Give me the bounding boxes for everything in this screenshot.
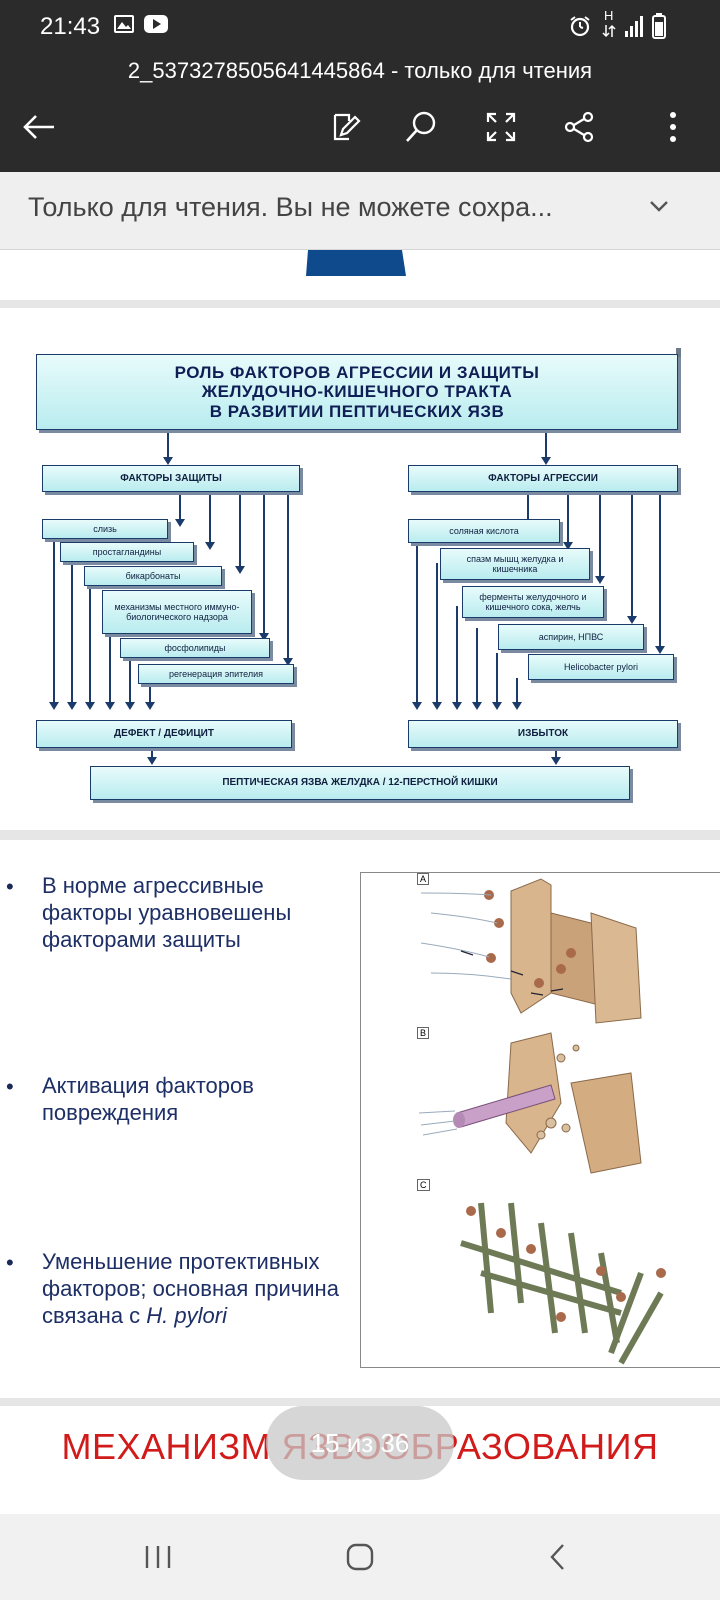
diagram-connectors xyxy=(49,348,681,765)
chevron-down-icon[interactable] xyxy=(648,198,670,219)
result-box: ПЕПТИЧЕСКАЯ ЯЗВА ЖЕЛУДКА / 12-ПЕРСТНОЙ К… xyxy=(90,766,630,800)
search-icon xyxy=(406,111,436,142)
protection-item: фосфолипиды xyxy=(120,638,270,658)
aggression-item: спазм мышц желудка и кишечника xyxy=(440,548,590,580)
protection-item: бикарбонаты xyxy=(84,566,222,586)
status-bar: 21:43 H xyxy=(0,0,720,54)
diagram-title-line-3: В РАЗВИТИИ ПЕПТИЧЕСКИХ ЯЗВ xyxy=(209,401,505,421)
search-button[interactable] xyxy=(398,104,444,150)
panel-label-b: B xyxy=(417,1027,430,1039)
damaged-wall-drawing xyxy=(418,1032,642,1174)
protection-item: слизь xyxy=(42,519,168,539)
intact-wall-drawing xyxy=(420,878,642,1024)
bullet-dot: • xyxy=(6,1074,14,1099)
page-indicator: 15 из 36 xyxy=(266,1406,454,1480)
diagram-title: РОЛЬ ФАКТОРОВ АГРЕССИИ И ЗАЩИТЫ ЖЕЛУДОЧН… xyxy=(36,354,678,430)
ulcer-illustration: A B C xyxy=(360,872,720,1368)
bullet-text-1: В норме агрессивные факторы уравновешены… xyxy=(42,873,292,952)
back-button[interactable] xyxy=(16,104,62,150)
protection-factors-header: ФАКТОРЫ ЗАЩИТЫ xyxy=(42,465,300,492)
share-icon xyxy=(564,111,594,143)
bullet-text-3-main: Уменьшение протективных факторов; основн… xyxy=(42,1249,339,1328)
diagram-title-line-1: РОЛЬ ФАКТОРОВ АГРЕССИИ И ЗАЩИТЫ xyxy=(174,362,540,382)
expand-icon xyxy=(486,112,516,142)
bullet-text-3: Уменьшение протективных факторов; основн… xyxy=(42,1248,372,1329)
status-time: 21:43 xyxy=(40,13,101,40)
bullet-text-3-italic: H. pylori xyxy=(146,1303,227,1328)
home-icon xyxy=(346,1543,374,1571)
broken-fence-drawing xyxy=(460,1202,664,1365)
more-vertical-icon xyxy=(670,112,676,142)
back-nav-button[interactable] xyxy=(530,1532,586,1582)
aggression-item: соляная кислота xyxy=(408,519,560,543)
arrow-left-icon xyxy=(23,115,54,139)
recent-apps-button[interactable] xyxy=(130,1532,186,1582)
aggression-item: ферменты желудочного и кишечного сока, ж… xyxy=(462,586,604,618)
signal-icon xyxy=(624,14,646,43)
read-only-banner[interactable]: Только для чтения. Вы не можете сохра... xyxy=(0,172,720,250)
fortress-drawings xyxy=(418,878,666,1365)
gallery-icon xyxy=(114,15,134,33)
aggression-item: аспирин, НПВС xyxy=(498,624,644,650)
more-options-button[interactable] xyxy=(650,104,696,150)
network-type: H xyxy=(604,8,614,23)
home-button[interactable] xyxy=(330,1532,390,1582)
bullet-dot: • xyxy=(6,1250,14,1275)
fullscreen-button[interactable] xyxy=(478,104,524,150)
system-nav-bar xyxy=(0,1514,720,1600)
edit-document-icon xyxy=(333,113,361,141)
data-arrows-icon xyxy=(602,24,616,43)
excess-box: ИЗБЫТОК xyxy=(408,720,678,748)
recent-apps-icon xyxy=(145,1546,171,1568)
chevron-left-icon xyxy=(550,1544,564,1570)
banner-text: Только для чтения. Вы не можете сохра... xyxy=(28,192,553,222)
slide-diagram: РОЛЬ ФАКТОРОВ АГРЕССИИ И ЗАЩИТЫ ЖЕЛУДОЧН… xyxy=(0,308,720,830)
alarm-icon xyxy=(568,14,592,43)
document-title: 2_5373278505641445864 - только для чтени… xyxy=(127,58,593,83)
panel-label-c: C xyxy=(417,1179,430,1191)
protection-item: механизмы местного иммуно-биологического… xyxy=(102,590,252,634)
diagram-title-line-2: ЖЕЛУДОЧНО-КИШЕЧНОГО ТРАКТА xyxy=(201,382,513,402)
slide-ulcer-balance: • В норме агрессивные факторы уравновеше… xyxy=(0,840,720,1398)
protection-item: регенерация эпителия xyxy=(138,664,294,684)
battery-icon xyxy=(652,13,666,44)
bullet-dot: • xyxy=(6,874,14,899)
panel-label-a: A xyxy=(417,873,430,885)
youtube-icon xyxy=(144,15,168,33)
blue-shape-decoration xyxy=(306,250,406,276)
bullet-text-2: Активация факторов повреждения xyxy=(42,1073,254,1125)
previous-slide-fragment xyxy=(0,250,720,300)
protection-item: простагландины xyxy=(60,542,194,562)
deficit-box: ДЕФЕКТ / ДЕФИЦИТ xyxy=(36,720,292,748)
aggression-item: Helicobacter pylori xyxy=(528,654,674,680)
aggression-factors-header: ФАКТОРЫ АГРЕССИИ xyxy=(408,465,678,492)
share-button[interactable] xyxy=(556,104,602,150)
app-toolbar: 2_5373278505641445864 - только для чтени… xyxy=(0,54,720,172)
edit-button[interactable] xyxy=(322,104,368,150)
